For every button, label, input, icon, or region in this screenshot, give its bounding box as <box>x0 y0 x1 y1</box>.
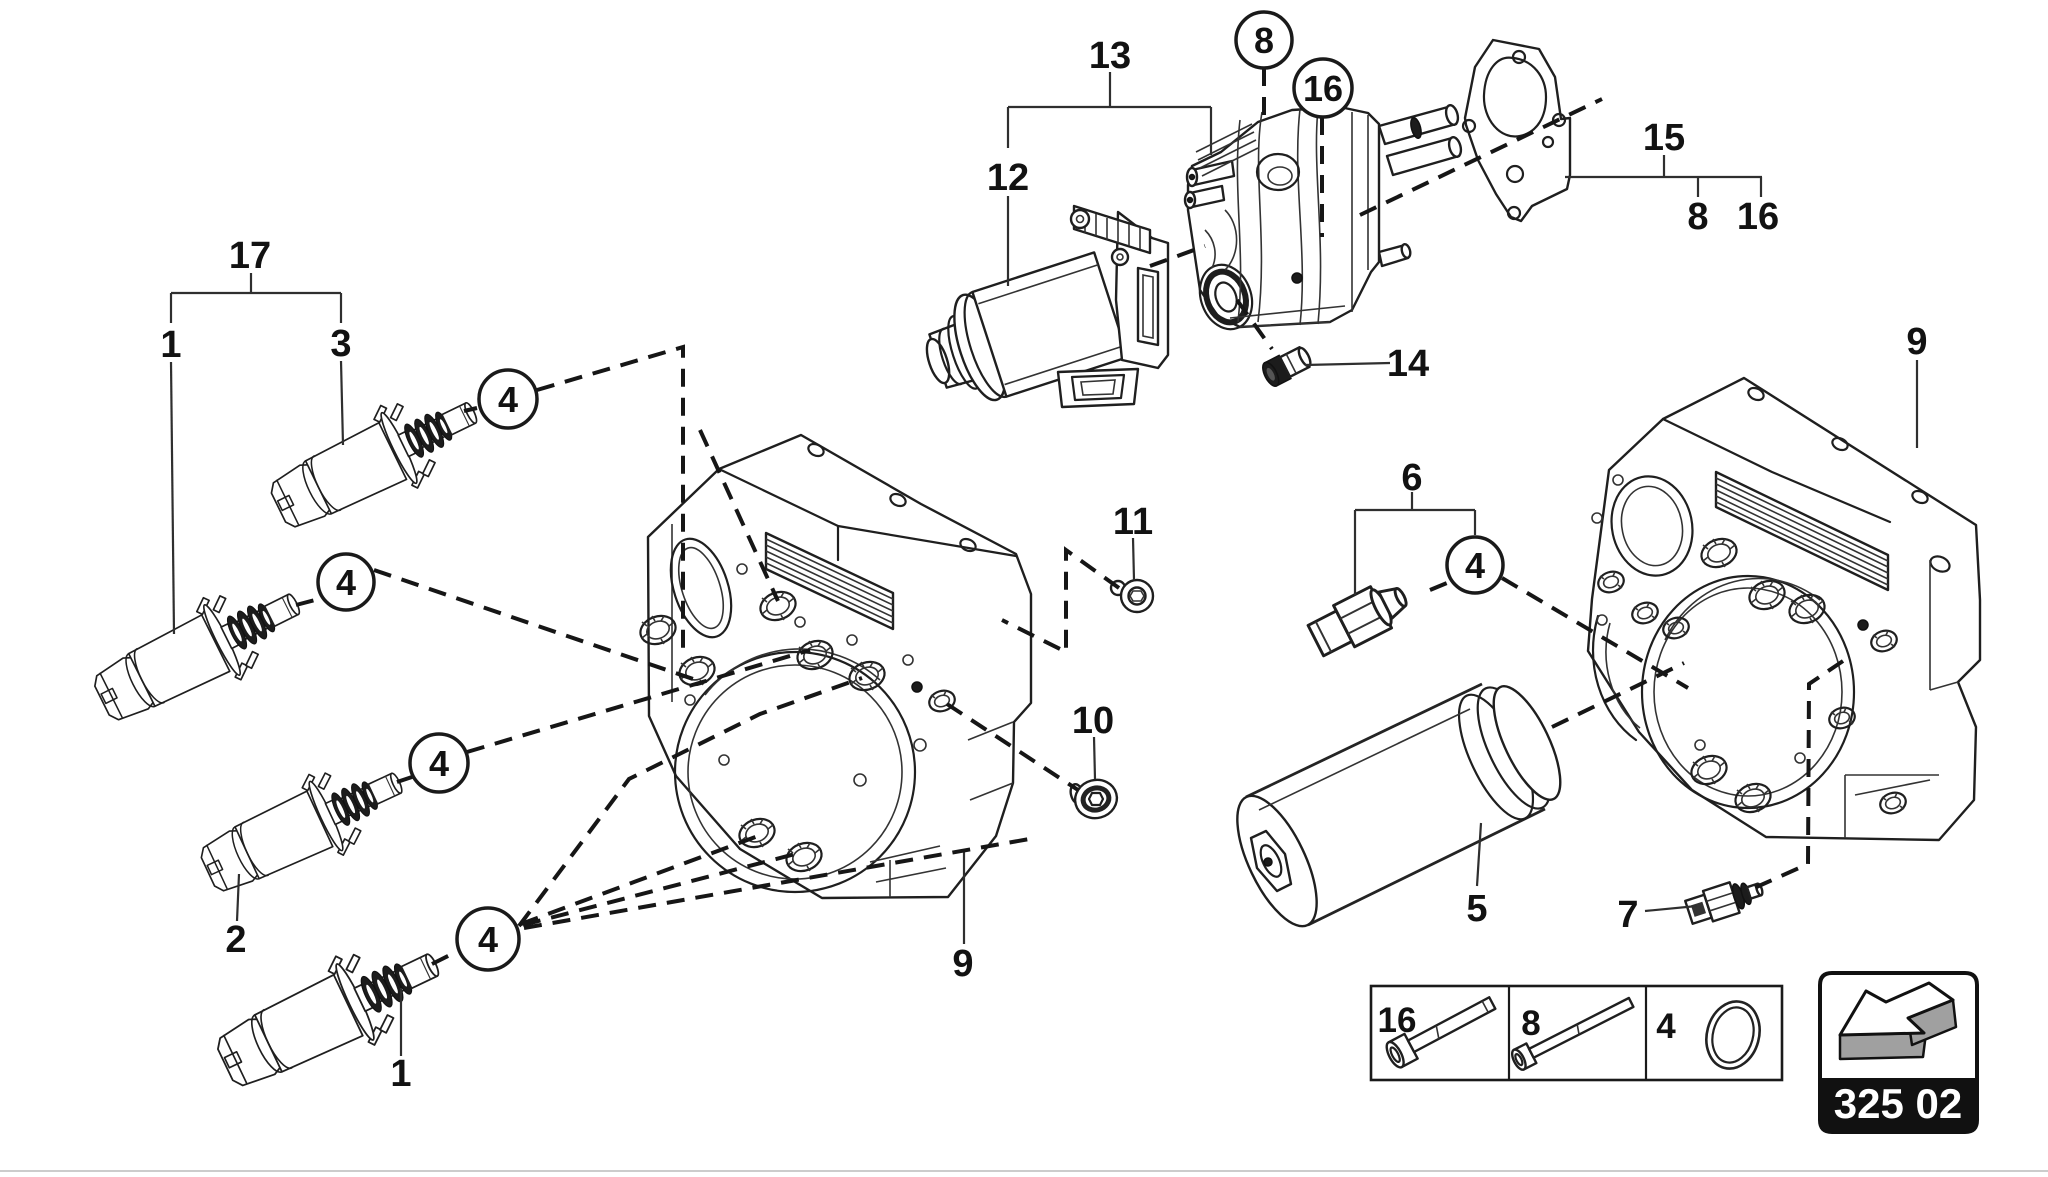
svg-text:3: 3 <box>330 323 351 365</box>
svg-text:12: 12 <box>987 157 1029 199</box>
svg-text:4: 4 <box>498 379 518 420</box>
svg-text:17: 17 <box>229 235 271 277</box>
svg-text:4: 4 <box>336 562 356 603</box>
svg-text:15: 15 <box>1643 117 1685 159</box>
svg-text:8: 8 <box>1521 1004 1540 1043</box>
svg-text:16: 16 <box>1737 196 1779 238</box>
svg-text:5: 5 <box>1466 888 1487 930</box>
svg-text:13: 13 <box>1089 35 1131 77</box>
svg-text:1: 1 <box>160 324 181 366</box>
svg-text:11: 11 <box>1113 501 1153 543</box>
svg-text:9: 9 <box>952 943 973 985</box>
svg-text:14: 14 <box>1387 343 1429 385</box>
svg-text:4: 4 <box>1465 545 1485 586</box>
svg-text:8: 8 <box>1254 20 1274 61</box>
svg-text:4: 4 <box>478 919 498 960</box>
svg-text:8: 8 <box>1687 196 1708 238</box>
svg-text:16: 16 <box>1378 1001 1417 1040</box>
svg-text:10: 10 <box>1072 700 1114 742</box>
svg-text:16: 16 <box>1303 68 1343 109</box>
svg-text:1: 1 <box>390 1053 411 1095</box>
svg-text:4: 4 <box>429 743 449 784</box>
svg-text:2: 2 <box>225 919 246 961</box>
svg-text:4: 4 <box>1656 1007 1676 1046</box>
svg-text:9: 9 <box>1906 321 1927 363</box>
svg-text:6: 6 <box>1401 457 1422 499</box>
svg-text:7: 7 <box>1617 894 1638 936</box>
svg-text:325 02: 325 02 <box>1834 1080 1962 1127</box>
